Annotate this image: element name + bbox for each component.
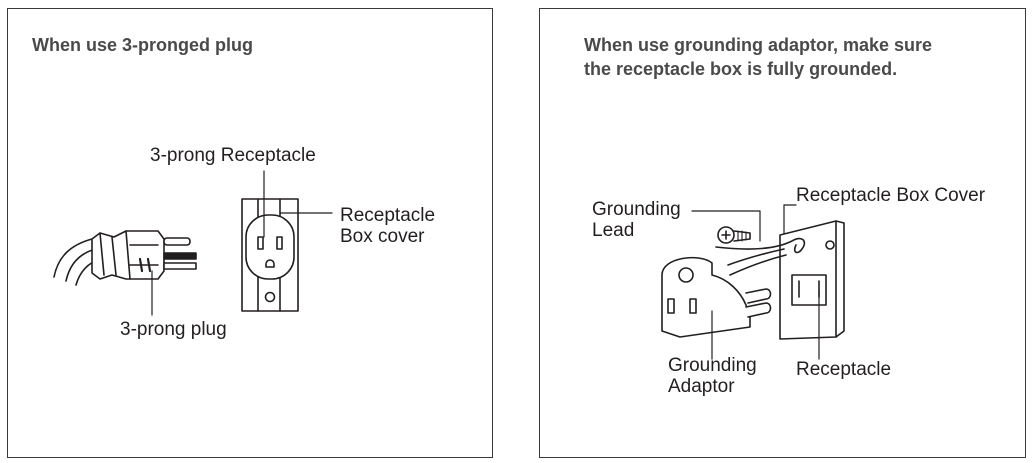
label-grounding-adaptor: Grounding Adaptor <box>668 355 757 397</box>
label-receptacle-box-cover: Receptacle Box Cover <box>796 185 986 206</box>
label-receptacle-box-cover: Receptacle Box cover <box>340 205 435 247</box>
heading-line: the receptacle box is fully grounded. <box>584 59 898 79</box>
three-prong-diagram <box>53 170 333 316</box>
grounding-screw <box>717 226 751 244</box>
label-3-prong-plug: 3-prong plug <box>120 319 227 340</box>
panel-3-prong-plug: When use 3-pronged plug <box>7 8 493 458</box>
label-line: Box cover <box>340 226 425 247</box>
receptacle-box-cover <box>779 220 845 340</box>
grounding-lead <box>715 237 806 276</box>
panel-heading: When use 3-pronged plug <box>32 35 253 55</box>
heading-line: When use grounding adaptor, make sure <box>584 35 933 55</box>
label-line: Adaptor <box>668 376 735 397</box>
label-receptacle: Receptacle <box>796 359 892 380</box>
label-line: Grounding <box>592 199 681 220</box>
label-line: Receptacle <box>340 205 436 226</box>
three-prong-plug <box>91 230 197 280</box>
grounding-adaptor <box>661 256 772 338</box>
three-prong-receptacle <box>245 214 295 280</box>
label-grounding-lead: Grounding Lead <box>592 199 681 241</box>
panel-heading: When use grounding adaptor, make sure th… <box>584 33 932 81</box>
label-3-prong-receptacle: 3-prong Receptacle <box>150 145 316 166</box>
label-line: Grounding <box>668 355 757 376</box>
panel-grounding-adaptor: When use grounding adaptor, make sure th… <box>539 8 1026 458</box>
grounding-adaptor-diagram <box>661 204 845 360</box>
label-line: Lead <box>592 220 635 241</box>
